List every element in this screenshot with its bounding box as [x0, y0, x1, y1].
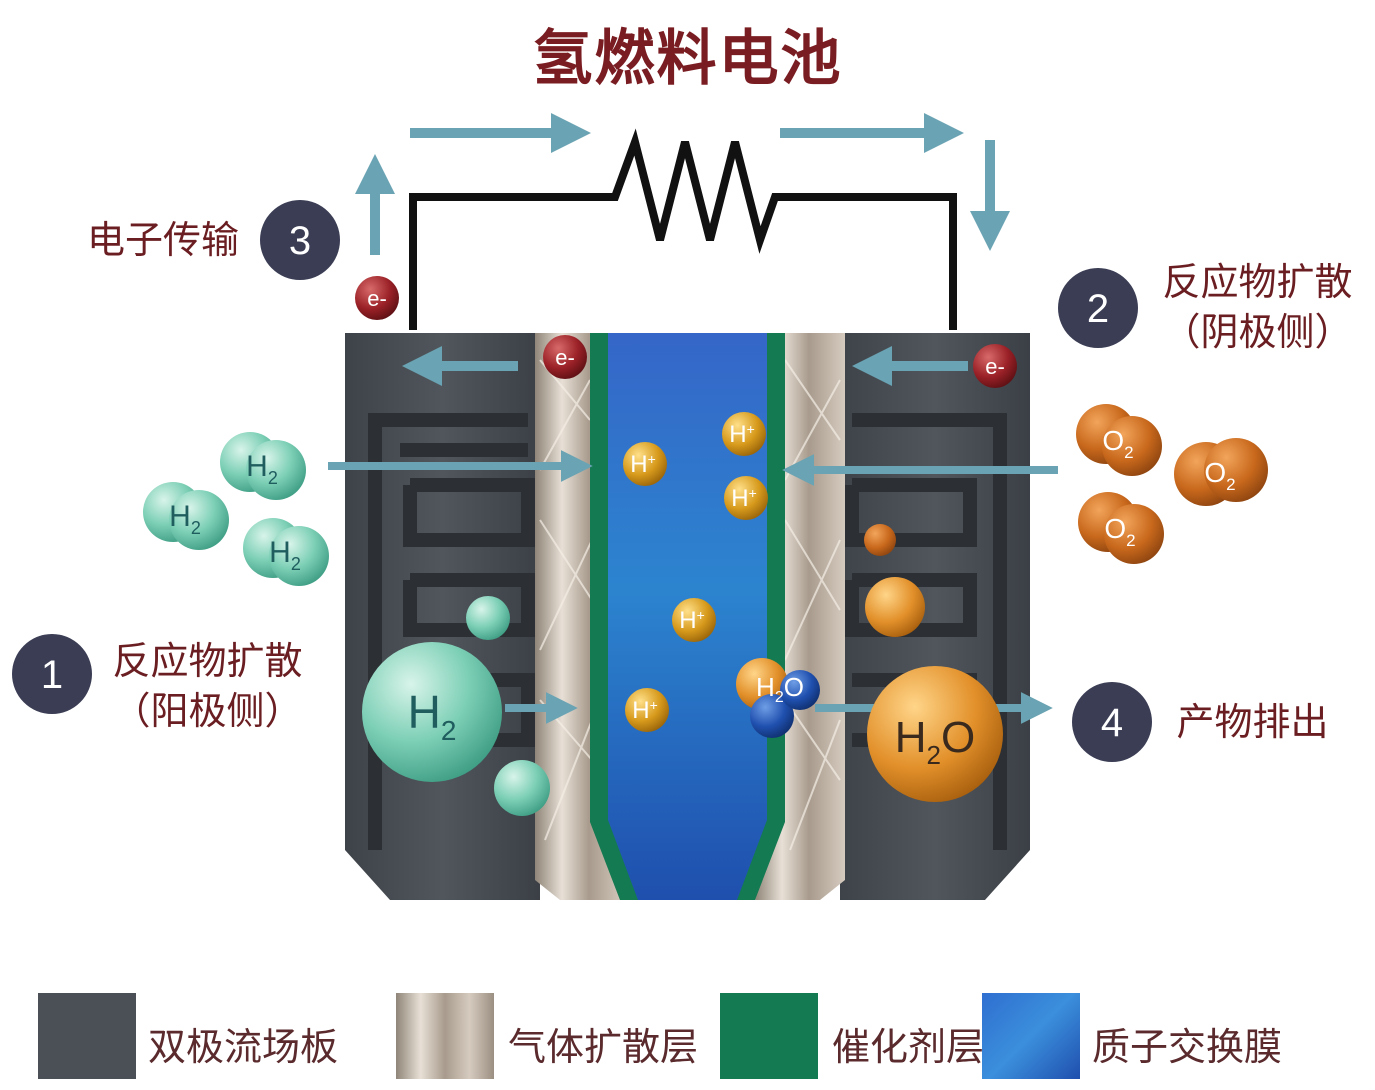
- proton-particle: H+: [724, 476, 768, 520]
- svg-text:H2O: H2O: [895, 713, 975, 770]
- legend-swatch-gas-diffusion-layer: [396, 993, 494, 1079]
- hydrogen-sphere-small: [466, 596, 510, 640]
- electron-particle: e-: [973, 344, 1017, 388]
- electron-particle: e-: [355, 276, 399, 320]
- anode-gas-diffusion-layer: [535, 333, 625, 900]
- svg-text:H2: H2: [246, 450, 278, 488]
- hydrogen-molecule: H2: [220, 432, 306, 500]
- svg-text:O2: O2: [1102, 425, 1133, 462]
- svg-text:H2O: H2O: [756, 672, 804, 706]
- legend-label-gas-diffusion-layer: 气体扩散层: [508, 1025, 699, 1069]
- svg-text:O2: O2: [1104, 513, 1135, 550]
- anode-catalyst-layer: [590, 333, 640, 900]
- oxygen-molecule: O2: [1076, 404, 1162, 476]
- electron-particle: e-: [543, 335, 587, 379]
- reactant-flow-arrows: [328, 450, 1058, 724]
- svg-text:e-: e-: [985, 354, 1005, 379]
- svg-text:H+: H+: [729, 421, 755, 448]
- svg-text:3: 3: [289, 219, 311, 263]
- step-1-sublabel: （阳极侧）: [112, 689, 303, 733]
- step-4-label: 产物排出: [1176, 700, 1329, 744]
- gdl-fibre-texture: [539, 359, 841, 851]
- hydrogen-molecule-large: H2: [362, 642, 502, 782]
- svg-text:e-: e-: [367, 286, 387, 311]
- svg-text:H+: H+: [731, 485, 757, 512]
- legend-label-bipolar-plate: 双极流场板: [148, 1025, 339, 1069]
- step-badge-3: 3: [260, 200, 340, 280]
- circuit-wire: [409, 128, 957, 330]
- step-2-sublabel: （阴极侧）: [1162, 310, 1353, 354]
- proton-particle: H+: [625, 688, 669, 732]
- svg-text:H+: H+: [679, 607, 705, 634]
- water-molecule-large: H2O: [867, 666, 1003, 802]
- svg-text:H+: H+: [632, 697, 658, 724]
- water-sphere-small: [865, 577, 925, 637]
- electron-flow-arrows: [355, 113, 1010, 255]
- cathode-gas-diffusion-layer: [755, 333, 845, 900]
- step-badge-4: 4: [1072, 682, 1152, 762]
- svg-text:H2: H2: [169, 500, 201, 538]
- step-badge-1: 1: [12, 634, 92, 714]
- oxygen-molecule: O2: [1078, 492, 1164, 564]
- step-3-label: 电子传输: [86, 218, 239, 262]
- hydrogen-molecule: H2: [143, 482, 229, 550]
- legend-swatch-catalyst-layer: [720, 993, 818, 1079]
- legend-label-catalyst-layer: 催化剂层: [832, 1025, 985, 1069]
- proton-particle: H+: [623, 442, 667, 486]
- legend-swatch-proton-exchange-membrane: [982, 993, 1080, 1079]
- svg-text:O2: O2: [1204, 457, 1235, 494]
- svg-text:2: 2: [1087, 287, 1109, 331]
- oxygen-sphere-small: [864, 524, 896, 556]
- step-1-label: 反应物扩散: [112, 639, 303, 683]
- hydrogen-molecule: H2: [243, 518, 329, 586]
- svg-text:H+: H+: [630, 451, 656, 478]
- svg-text:H2: H2: [408, 686, 457, 746]
- page-title: 氢燃料电池: [532, 24, 843, 94]
- step-2-label: 反应物扩散: [1162, 260, 1353, 304]
- proton-particle: H+: [672, 598, 716, 642]
- svg-text:H2: H2: [269, 536, 301, 574]
- svg-text:4: 4: [1101, 701, 1123, 745]
- cathode-catalyst-layer: [735, 333, 785, 900]
- hydrogen-sphere-small: [494, 760, 550, 816]
- svg-text:e-: e-: [555, 345, 575, 370]
- step-badge-2: 2: [1058, 268, 1138, 348]
- proton-particle: H+: [722, 412, 766, 456]
- svg-text:1: 1: [41, 653, 63, 697]
- oxygen-molecule: O2: [1174, 438, 1268, 506]
- water-molecule-forming: H2O: [736, 658, 820, 738]
- legend-swatch-bipolar-plate: [38, 993, 136, 1079]
- legend-label-proton-exchange-membrane: 质子交换膜: [1092, 1025, 1283, 1069]
